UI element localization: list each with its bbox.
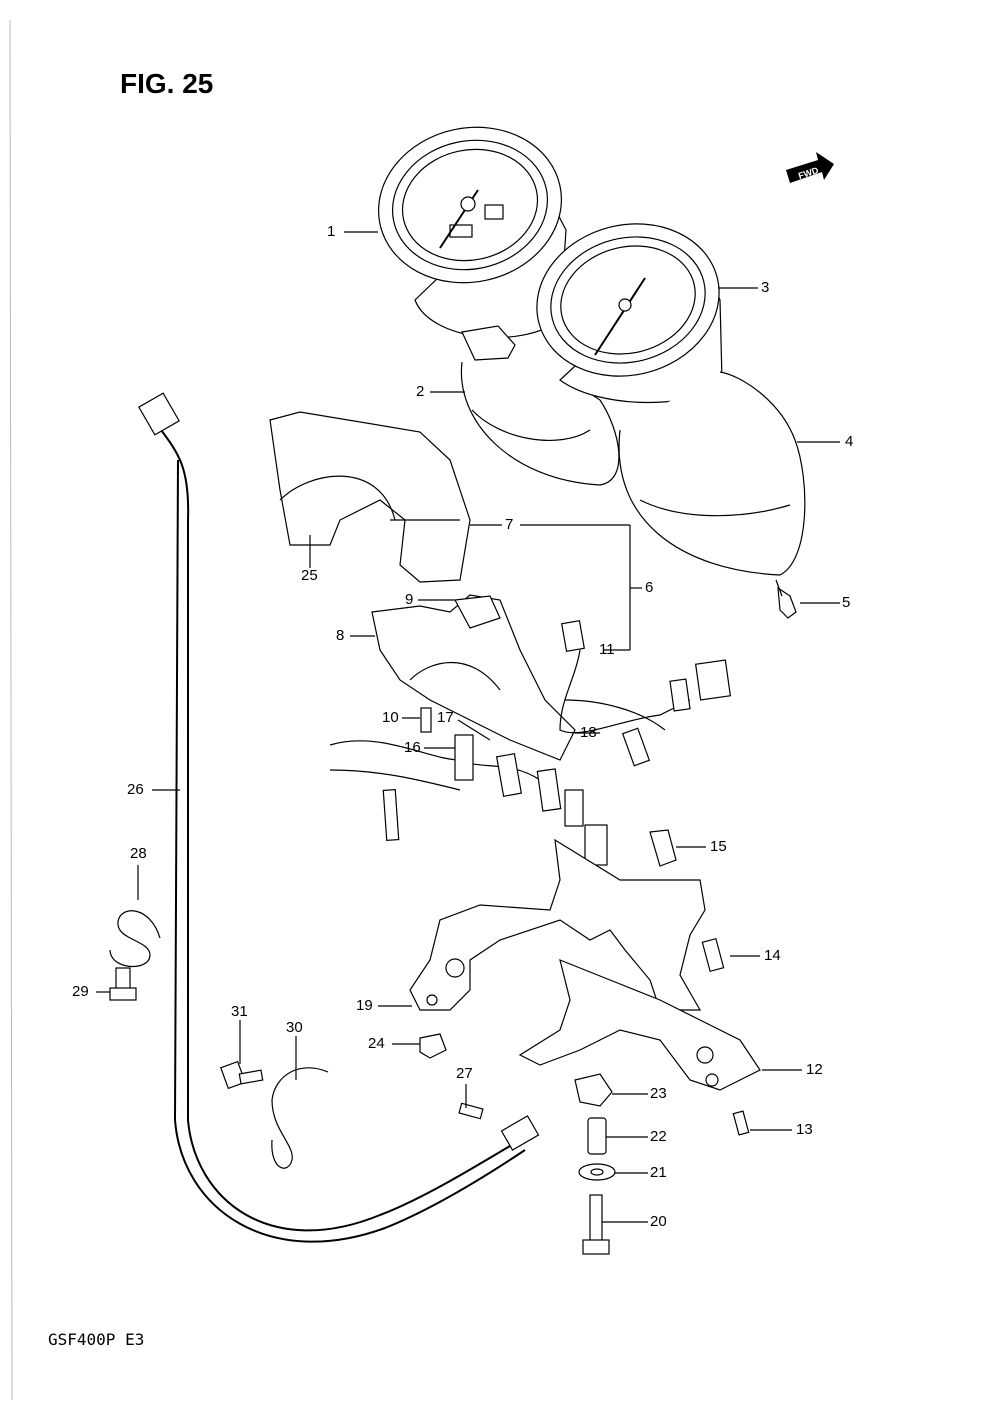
- callout-8: 8: [336, 627, 345, 644]
- bolt-14: [701, 937, 725, 973]
- callout-3: 3: [761, 279, 770, 296]
- callout-10: 10: [382, 709, 399, 726]
- callout-21: 21: [650, 1164, 667, 1181]
- callout-30: 30: [286, 1019, 303, 1036]
- callout-6: 6: [645, 579, 654, 596]
- callout-24: 24: [368, 1035, 385, 1052]
- callout-11: 11: [599, 641, 615, 658]
- tachometer-case: [460, 361, 620, 486]
- clamp-15: [649, 829, 677, 867]
- callout-2: 2: [416, 383, 425, 400]
- meter-stay: [518, 959, 761, 1091]
- cable-clip-28: [109, 910, 161, 968]
- figure-title: FIG. 25: [120, 68, 214, 99]
- washer-21: [578, 1163, 616, 1181]
- callout-18: 18: [580, 724, 597, 741]
- callout-5: 5: [842, 594, 851, 611]
- screw-13: [732, 1110, 750, 1136]
- callout-13: 13: [796, 1121, 813, 1138]
- bolt-29: [109, 967, 137, 1001]
- meter-cover: [269, 411, 471, 583]
- meter-housing: [371, 594, 576, 761]
- speedometer-case: [618, 371, 806, 576]
- screw-27: [458, 1102, 484, 1120]
- nut-23: [574, 1073, 613, 1107]
- bolt-31: [220, 1060, 264, 1090]
- model-code: GSF400P E3: [48, 1330, 145, 1349]
- callout-22: 22: [650, 1128, 667, 1145]
- callout-16: 16: [404, 739, 421, 756]
- callout-19: 19: [356, 997, 373, 1014]
- screw-5: [775, 579, 797, 619]
- nut-24: [419, 1033, 447, 1059]
- bolt-10: [420, 707, 432, 733]
- callout-23: 23: [650, 1085, 667, 1102]
- callout-29: 29: [72, 983, 89, 1000]
- speedometer-cable: [138, 392, 540, 1243]
- callout-1: 1: [327, 223, 336, 240]
- speedometer-gauge: [536, 223, 723, 404]
- meter-bracket: [409, 838, 706, 1011]
- wiring-harness: [329, 619, 732, 866]
- callout-4: 4: [845, 433, 854, 450]
- callout-15: 15: [710, 838, 727, 855]
- callout-7: 7: [505, 516, 514, 533]
- leader-lines: [96, 231, 840, 1223]
- page-edge: [9, 19, 13, 1401]
- callout-25: 25: [301, 567, 318, 584]
- callout-14: 14: [764, 947, 781, 964]
- callout-26: 26: [127, 781, 144, 798]
- callout-17: 17: [437, 709, 454, 726]
- callout-9: 9: [405, 591, 414, 608]
- spacer-22: [587, 1117, 607, 1155]
- bolt-20: [582, 1194, 610, 1255]
- callout-20: 20: [650, 1213, 667, 1230]
- forward-arrow-icon: [786, 152, 834, 183]
- cable-guide-30: [271, 1067, 329, 1169]
- tachometer-gauge: [377, 126, 567, 361]
- callout-28: 28: [130, 845, 147, 862]
- callout-31: 31: [231, 1003, 248, 1020]
- callout-27: 27: [456, 1065, 473, 1082]
- callout-12: 12: [806, 1061, 823, 1078]
